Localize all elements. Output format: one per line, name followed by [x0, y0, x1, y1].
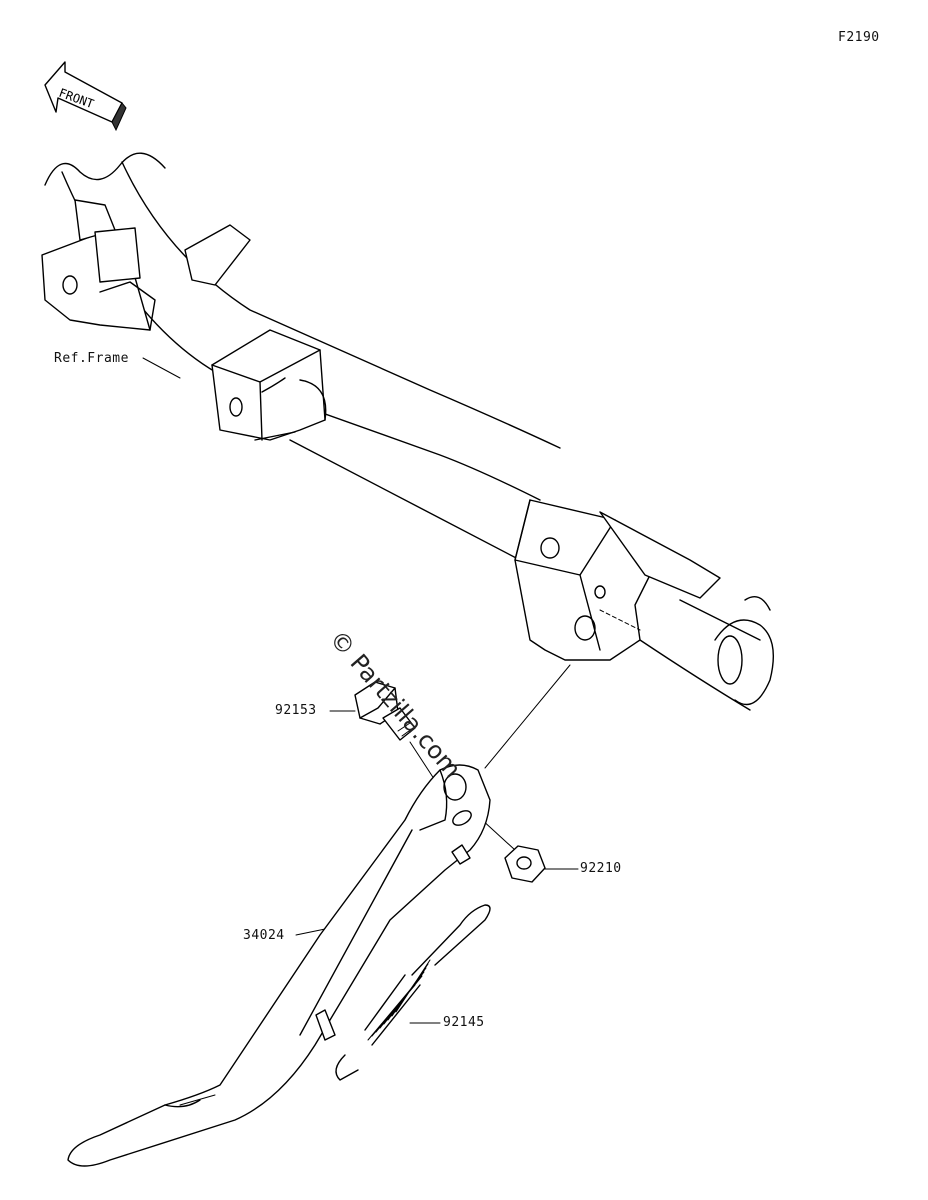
nut-92210: [504, 845, 546, 883]
callout-92153[interactable]: 92153: [275, 703, 317, 718]
frame-clamp-block: [211, 329, 327, 441]
callout-34024[interactable]: 34024: [243, 928, 285, 943]
side-stand-34024: [67, 764, 491, 1167]
callout-92145[interactable]: 92145: [443, 1015, 485, 1030]
front-direction-arrow-icon: FRONT: [44, 61, 127, 132]
frame-tube: [44, 152, 761, 711]
frame-fin: [184, 224, 251, 286]
callout-92210[interactable]: 92210: [580, 861, 622, 876]
figure-code: F2190: [838, 30, 880, 45]
spring-92145: [335, 904, 491, 1081]
frame-upper-bracket: [41, 199, 156, 331]
callout-ref-frame[interactable]: Ref.Frame: [54, 351, 129, 366]
sidestand-mount-bracket: [514, 499, 721, 661]
frame-tube-end: [714, 596, 774, 706]
bolt-92153: [354, 681, 416, 741]
